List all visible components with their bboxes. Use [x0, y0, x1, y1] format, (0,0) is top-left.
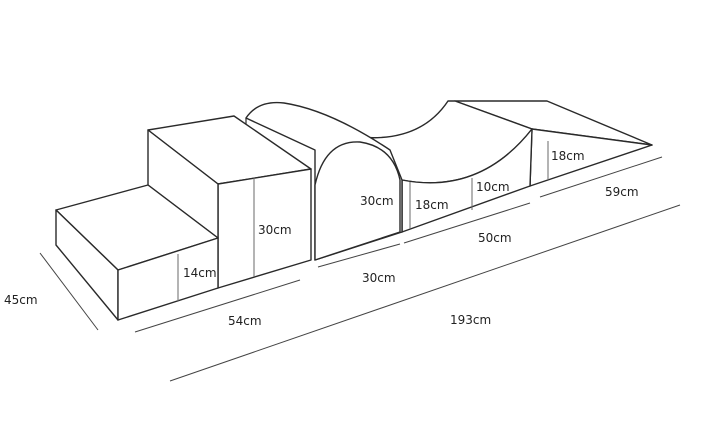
- label-step-high: 30cm: [258, 223, 292, 237]
- dimension-labels: 45cm 14cm 30cm 30cm 30cm 54cm 193cm 18cm…: [4, 149, 639, 328]
- label-ramp-height: 18cm: [551, 149, 585, 163]
- label-step-low: 14cm: [183, 266, 217, 280]
- height-dim-line: [39, 252, 99, 331]
- wave-dim-line: [403, 202, 531, 244]
- label-wave-inner: 10cm: [476, 180, 510, 194]
- step-base-dim-line: [134, 279, 301, 333]
- label-wave-front: 18cm: [415, 198, 449, 212]
- step-block: [55, 115, 312, 321]
- label-section-base: 54cm: [228, 314, 262, 328]
- wave-front-face: [401, 128, 533, 233]
- total-dim-line: [169, 204, 681, 382]
- tunnel-dim-line: [317, 243, 401, 268]
- low-step-front: [117, 237, 219, 321]
- tunnel-end-face: [314, 141, 401, 261]
- tunnel-block: [245, 101, 403, 261]
- label-total-length: 193cm: [450, 313, 491, 327]
- label-height-outer: 45cm: [4, 293, 38, 307]
- label-ramp-length: 59cm: [605, 185, 639, 199]
- dimension-lines: [39, 156, 681, 382]
- label-tunnel-height: 30cm: [360, 194, 394, 208]
- label-wave-length: 50cm: [478, 231, 512, 245]
- ramp-dim-line: [539, 156, 663, 198]
- label-tunnel-length: 30cm: [362, 271, 396, 285]
